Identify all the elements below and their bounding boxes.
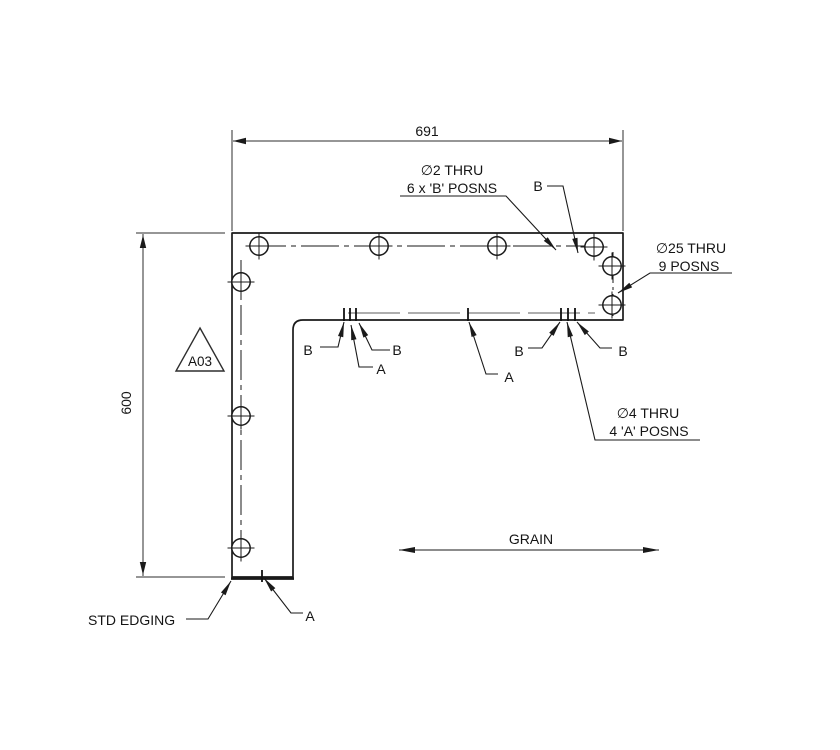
hole-marker bbox=[227, 268, 255, 296]
label-b1: B bbox=[303, 342, 312, 358]
leader-note-25 bbox=[617, 272, 732, 294]
position-ticks bbox=[261, 308, 576, 582]
grain-direction: GRAIN bbox=[399, 531, 659, 553]
leader-label-b3 bbox=[528, 321, 561, 349]
label-a-bottom: A bbox=[305, 608, 315, 624]
leader-arrow-icon bbox=[351, 325, 357, 341]
label-a1: A bbox=[376, 361, 386, 377]
leader-arrow-icon bbox=[549, 322, 560, 336]
holes bbox=[227, 232, 626, 562]
note-25-line1: ∅25 THRU bbox=[656, 240, 726, 256]
part-outline bbox=[231, 232, 624, 578]
note-25-line2: 9 POSNS bbox=[659, 258, 720, 274]
leader-arrow-icon bbox=[567, 322, 574, 338]
dimension-arrow-icon bbox=[233, 137, 246, 145]
dimension-height: 600 bbox=[118, 232, 225, 578]
note-a-line2: 4 'A' POSNS bbox=[609, 423, 688, 439]
hole-marker bbox=[580, 233, 608, 261]
label-b3: B bbox=[514, 343, 523, 359]
label-a2: A bbox=[504, 369, 514, 385]
label-b2: B bbox=[392, 342, 401, 358]
hole-marker bbox=[483, 232, 511, 260]
leader-arrow-icon bbox=[543, 237, 556, 250]
annotations: ∅2 THRU 6 x 'B' POSNS B ∅25 THRU 9 POSNS… bbox=[88, 162, 726, 628]
triangle-icon bbox=[174, 326, 226, 372]
leader-arrow-icon bbox=[337, 322, 344, 338]
leader-label-b-top bbox=[547, 185, 579, 254]
grain-arrow-icon bbox=[643, 547, 659, 553]
dimension-arrow-icon bbox=[139, 235, 147, 248]
label-b-top: B bbox=[533, 178, 542, 194]
note-b-line2: 6 x 'B' POSNS bbox=[407, 180, 497, 196]
leader-arrow-icon bbox=[618, 282, 633, 293]
leader-std-edging bbox=[186, 580, 232, 620]
revision-flag: A03 bbox=[174, 326, 226, 372]
leader-label-a2 bbox=[468, 321, 498, 375]
dimension-width: 691 bbox=[231, 123, 624, 231]
dimension-arrow-icon bbox=[139, 562, 147, 575]
hole-marker bbox=[598, 252, 626, 280]
dimension-arrow-icon bbox=[609, 137, 622, 145]
dimension-height-value: 600 bbox=[118, 391, 134, 415]
note-a-line1: ∅4 THRU bbox=[617, 405, 680, 421]
dimension-width-value: 691 bbox=[415, 123, 439, 139]
leader-arrow-icon bbox=[359, 323, 369, 338]
leader-note-a bbox=[566, 321, 700, 441]
leader-arrow-icon bbox=[264, 578, 276, 592]
grain-arrow-icon bbox=[399, 547, 415, 553]
leader-arrow-icon bbox=[220, 581, 231, 596]
note-b-line1: ∅2 THRU bbox=[421, 162, 484, 178]
hole-marker bbox=[598, 291, 626, 319]
label-b4: B bbox=[618, 343, 627, 359]
leader-lines bbox=[186, 185, 732, 620]
std-edging-label: STD EDGING bbox=[88, 612, 175, 628]
revision-flag-label: A03 bbox=[188, 354, 212, 369]
hole-marker bbox=[227, 402, 255, 430]
leader-arrow-icon bbox=[572, 237, 578, 253]
grain-label: GRAIN bbox=[509, 531, 553, 547]
leader-note-b bbox=[400, 195, 557, 251]
leader-arrow-icon bbox=[577, 322, 589, 336]
hole-marker bbox=[365, 232, 393, 260]
leader-label-b4 bbox=[576, 321, 612, 349]
centerlines bbox=[240, 245, 614, 562]
hole-marker bbox=[245, 232, 273, 260]
leader-arrow-icon bbox=[469, 322, 477, 338]
hole-marker bbox=[227, 534, 255, 562]
